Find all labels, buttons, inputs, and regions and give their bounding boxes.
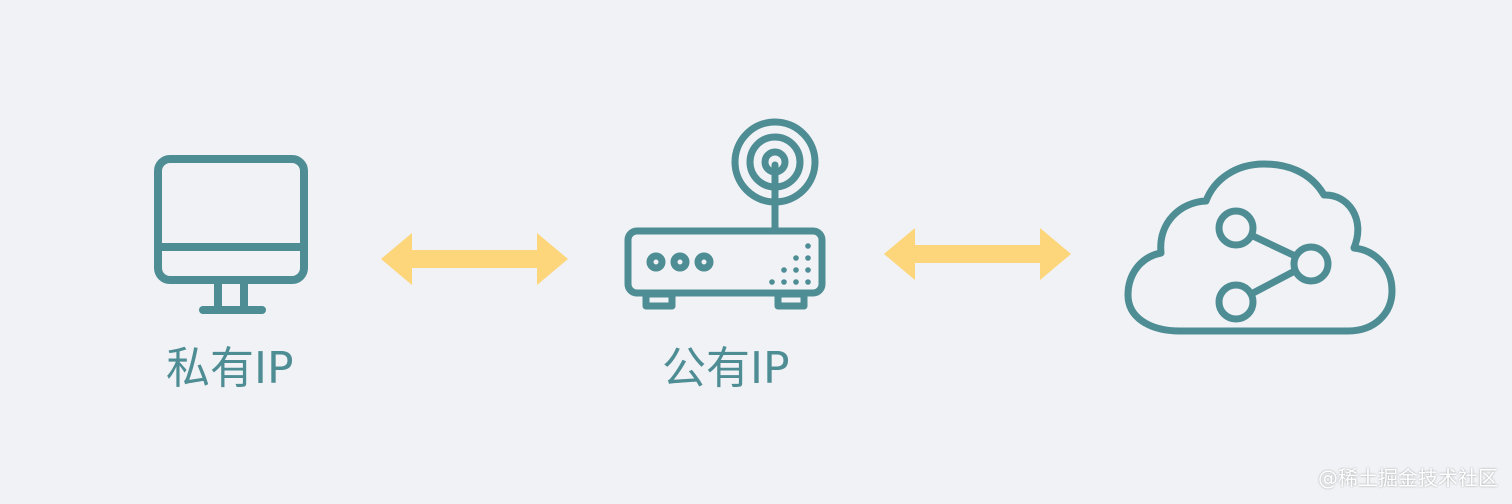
watermark-text: @稀土掘金技术社区 [1318,466,1498,490]
double-arrow-left-icon [381,233,568,285]
cloud-share-icon [1124,160,1396,335]
router-icon [624,118,826,310]
monitor-icon [154,155,308,314]
private-ip-label: 私有IP [166,343,294,394]
public-ip-label: 公有IP [662,343,790,394]
double-arrow-right-icon [884,228,1071,280]
router-vent-dots [769,243,811,285]
